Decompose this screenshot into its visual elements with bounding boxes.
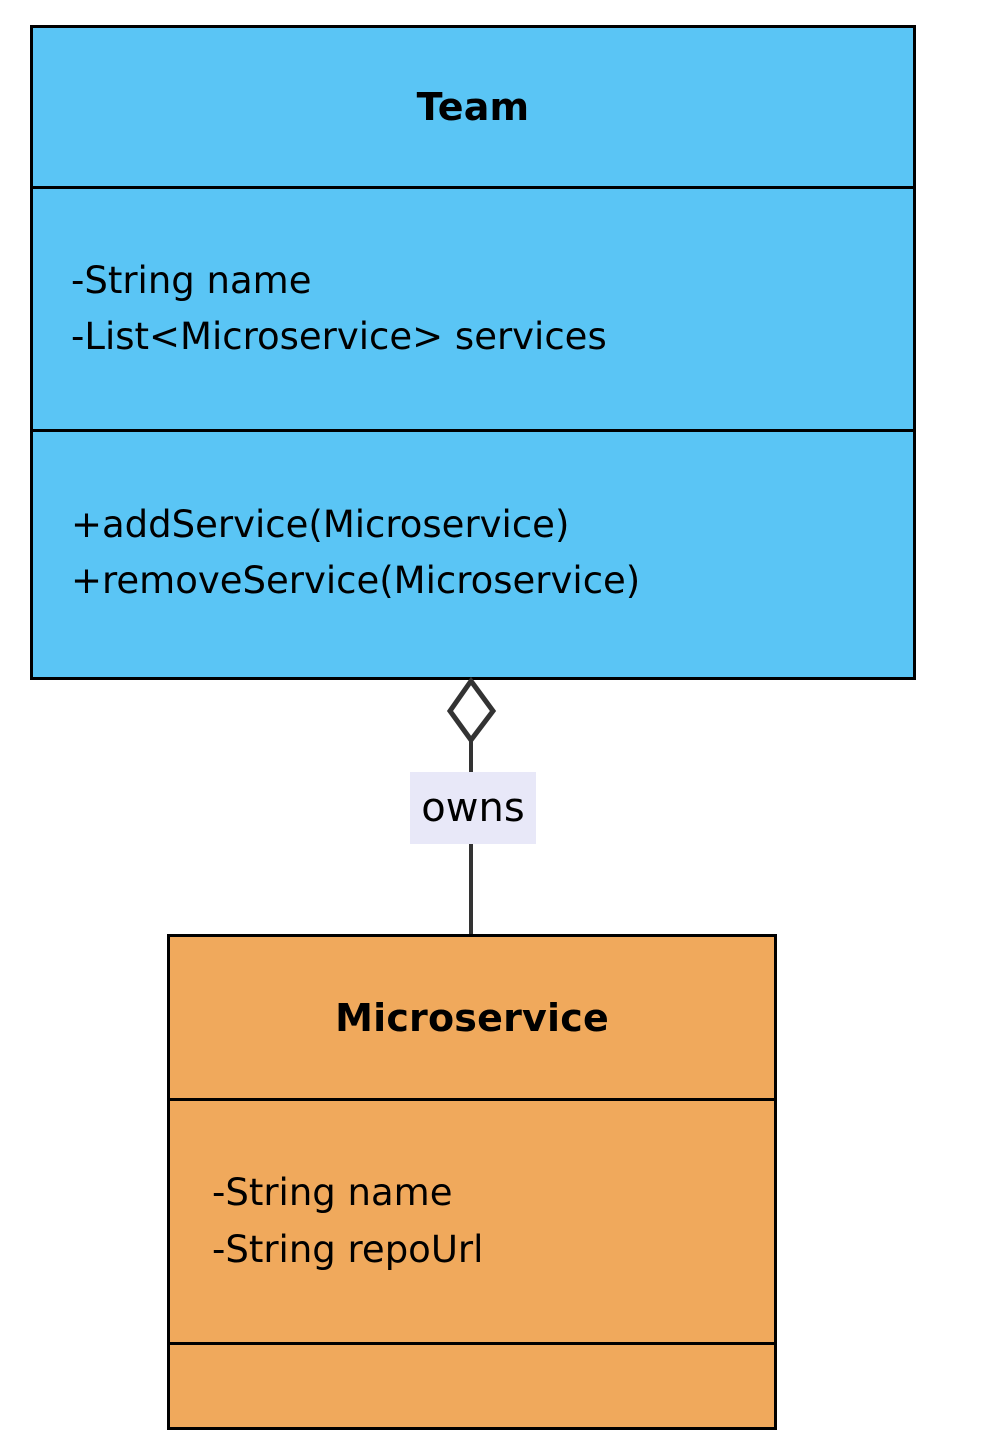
- association-label-text: owns: [421, 785, 525, 831]
- class-team-methods-compartment: +addService(Microservice) +removeService…: [33, 429, 913, 674]
- class-microservice-attribute: -String name: [212, 1171, 453, 1215]
- class-team-attribute: -List<Microservice> services: [71, 315, 607, 358]
- class-microservice-attribute: -String repoUrl: [212, 1227, 484, 1271]
- class-team-name: Team: [416, 85, 530, 129]
- class-team-method: +addService(Microservice): [71, 502, 570, 546]
- class-microservice-attributes-compartment: -String name -String repoUrl: [170, 1098, 774, 1342]
- uml-class-team[interactable]: Team -String name -List<Microservice> se…: [30, 25, 916, 680]
- class-team-title-compartment: Team: [33, 28, 913, 186]
- class-microservice-methods-compartment: [170, 1342, 774, 1424]
- class-team-method: +removeService(Microservice): [71, 559, 641, 602]
- class-team-attribute: -String name: [71, 258, 312, 302]
- class-microservice-title-compartment: Microservice: [170, 937, 774, 1098]
- aggregation-diamond-icon: [446, 676, 497, 745]
- uml-class-microservice[interactable]: Microservice -String name -String repoUr…: [167, 934, 777, 1430]
- association-label-owns: owns: [410, 772, 536, 844]
- class-microservice-name: Microservice: [335, 995, 609, 1040]
- class-team-attributes-compartment: -String name -List<Microservice> service…: [33, 186, 913, 429]
